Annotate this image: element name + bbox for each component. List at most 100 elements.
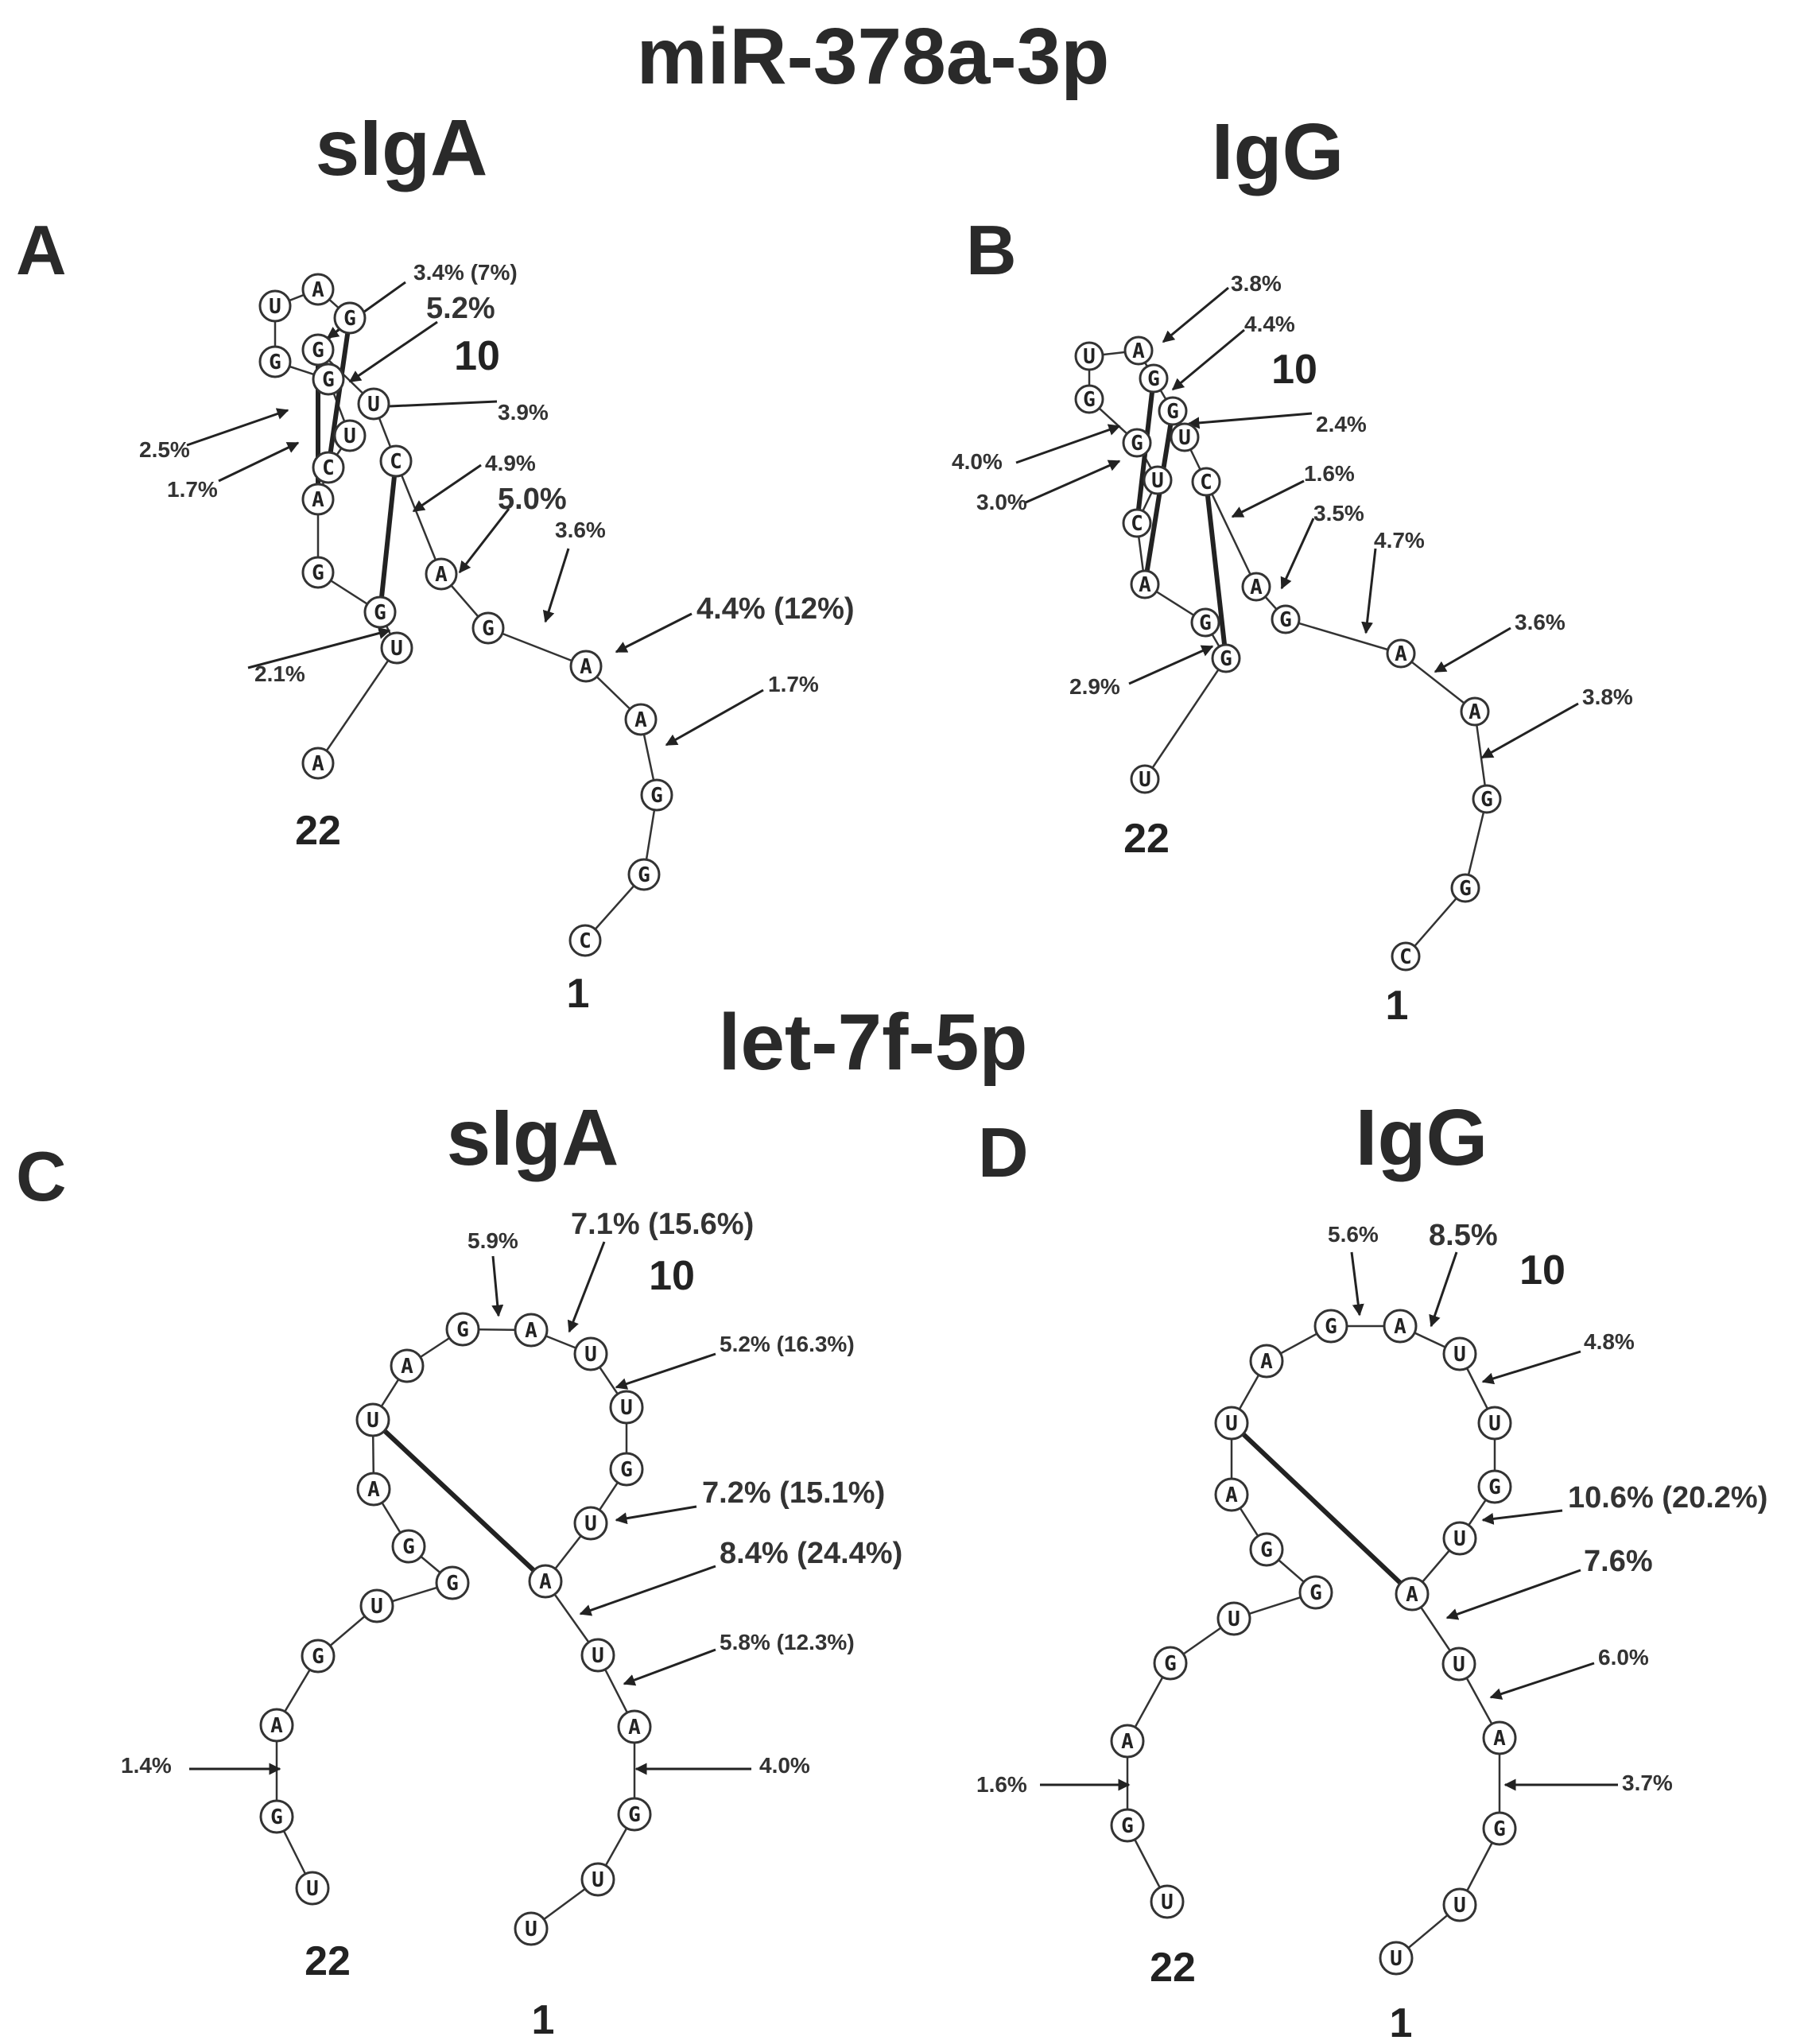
nucleotide-letter: A: [1260, 1350, 1273, 1374]
panel-a-label-3: 3.9%: [498, 400, 549, 425]
nucleotide-circle: [1298, 1575, 1333, 1610]
nucleotide-22: A: [301, 747, 335, 780]
nucleotide-letter: G: [374, 601, 386, 625]
panel-c-label-3: 5.2% (16.3%): [720, 1332, 855, 1356]
pointer-arrow: [1480, 702, 1579, 759]
nucleotide-7: A: [1241, 572, 1271, 602]
nucleotide-13: U: [1074, 341, 1104, 371]
panel-b-label-8: 4.7%: [1374, 528, 1425, 553]
backbone-link: [1285, 618, 1402, 655]
panel-c-end-1: 1: [532, 1997, 555, 2043]
nucleotide-letter: A: [580, 655, 592, 679]
nucleotide-17: G: [1298, 1575, 1333, 1610]
panel-c-end-10: 10: [649, 1253, 695, 1299]
panel-a-label-10: 2.1%: [254, 661, 305, 686]
nucleotide-12: G: [445, 1312, 480, 1347]
backbone-link: [1400, 653, 1476, 712]
nucleotide-circle: [1216, 1601, 1251, 1636]
panel-c-label-6: 5.8% (12.3%): [720, 1630, 855, 1654]
panel-b-label-11: 3.8%: [1582, 685, 1633, 709]
nucleotide-letter: U: [269, 295, 281, 319]
nucleotide-circle: [1313, 1309, 1348, 1344]
panel-a-label-4: 2.5%: [139, 437, 190, 462]
panel-b-label-6: 1.6%: [1304, 461, 1355, 486]
nucleotide-letter: G: [638, 863, 650, 887]
nucleotide-circle: [1241, 572, 1271, 602]
title-mir-378a-3p: miR-378a-3p: [637, 12, 1110, 101]
nucleotide-circle: [301, 333, 335, 367]
backbone-link: [487, 626, 587, 668]
nucleotide-9: U: [1170, 422, 1200, 452]
nucleotide-circle: [1214, 1477, 1249, 1512]
nucleotide-circle: [1191, 467, 1221, 497]
nucleotide-letter: U: [306, 1877, 319, 1901]
nucleotide-3: G: [617, 1797, 652, 1832]
panel-a-label-11: 1.7%: [768, 672, 819, 696]
nucleotide-letter: G: [1480, 788, 1493, 812]
nucleotide-21: G: [259, 1799, 294, 1834]
pointer-arrow: [1025, 460, 1121, 504]
panel-d-base-pairs: [1229, 1421, 1414, 1596]
nucleotide-circle: [1249, 1532, 1284, 1567]
nucleotide-14: U: [355, 1402, 390, 1437]
panel-d-backbone: [1126, 1325, 1501, 1959]
nucleotide-letter: A: [312, 488, 324, 512]
nucleotide-1: U: [514, 1911, 549, 1946]
panel-b-label-7: 3.5%: [1313, 501, 1364, 526]
panel-b-label-10: 2.9%: [1069, 674, 1120, 699]
nucleotide-4: A: [617, 1709, 652, 1744]
nucleotide-14: G: [258, 345, 292, 378]
panel-a-end-10: 10: [454, 333, 500, 379]
pointer-arrow: [542, 548, 570, 623]
nucleotide-19: G: [301, 1639, 336, 1674]
nucleotide-letter: U: [1225, 1412, 1238, 1436]
nucleotide-letter: A: [1121, 1730, 1134, 1754]
nucleotide-circle: [1074, 384, 1104, 414]
nucleotide-11: G: [1139, 363, 1169, 394]
nucleotide-letter: U: [584, 1343, 597, 1367]
pointer-arrow: [615, 1505, 697, 1525]
subtitle-panel-d: IgG: [1356, 1093, 1488, 1182]
nucleotide-letter: G: [312, 1645, 324, 1669]
pointer-arrow: [1280, 518, 1315, 590]
nucleotide-11: G: [333, 301, 367, 335]
backbone-link: [1205, 481, 1258, 588]
nucleotide-8: G: [609, 1452, 644, 1487]
nucleotide-circle: [573, 1336, 608, 1371]
nucleotide-circle: [1482, 1811, 1517, 1846]
nucleotide-circle: [1271, 604, 1301, 634]
base-pair-bond: [1143, 410, 1175, 585]
nucleotide-16: G: [391, 1529, 426, 1564]
nucleotide-letter: A: [1250, 576, 1263, 599]
panel-a-label-1: 3.4% (7%): [413, 260, 518, 285]
nucleotide-4: A: [1460, 696, 1490, 727]
nucleotide-circle: [379, 444, 413, 478]
nucleotide-11: A: [1383, 1309, 1418, 1344]
nucleotide-letter: U: [1453, 1653, 1465, 1677]
pointer-arrow: [247, 627, 391, 669]
nucleotide-12: G: [1313, 1309, 1348, 1344]
nucleotide-circle: [1386, 638, 1416, 669]
nucleotide-circle: [356, 1472, 391, 1507]
nucleotide-letter: G: [446, 1572, 459, 1596]
nucleotide-circle: [301, 747, 335, 780]
nucleotide-22: U: [1150, 1884, 1185, 1919]
nucleotide-circle: [259, 1708, 294, 1743]
nucleotide-letter: C: [1131, 512, 1143, 536]
nucleotide-circle: [312, 451, 345, 484]
nucleotide-circle: [390, 1348, 425, 1383]
nucleotide-9: U: [609, 1390, 644, 1425]
nucleotide-8: C: [379, 444, 413, 478]
nucleotide-letter: G: [322, 368, 335, 392]
nucleotide-5: A: [1386, 638, 1416, 669]
nucleotide-8: G: [1477, 1469, 1512, 1504]
nucleotide-letter: G: [1164, 1652, 1177, 1676]
nucleotide-letter: U: [367, 393, 380, 417]
nucleotide-letter: G: [1260, 1538, 1273, 1562]
nucleotide-8: C: [1191, 467, 1221, 497]
nucleotide-10: G: [301, 333, 335, 367]
nucleotide-12: A: [1123, 335, 1154, 366]
nucleotide-circle: [568, 924, 602, 957]
subtitle-panel-a: sIgA: [316, 103, 488, 192]
nucleotide-letter: U: [1151, 469, 1164, 493]
